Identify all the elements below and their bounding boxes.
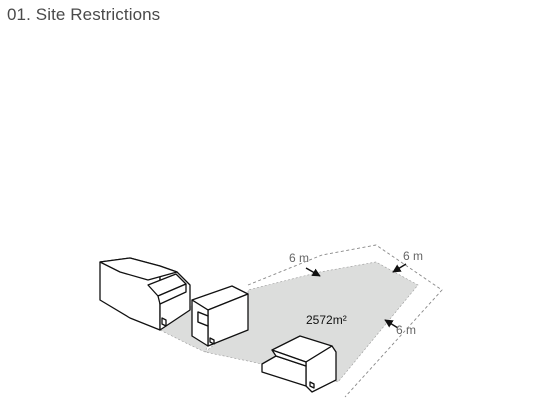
building-west bbox=[99, 257, 191, 331]
building-middle bbox=[191, 285, 249, 347]
setback-arrow-1 bbox=[305, 267, 321, 277]
building-south bbox=[261, 335, 337, 393]
site-area-label: 2572m² bbox=[306, 313, 347, 327]
setback-boundary bbox=[247, 244, 443, 398]
setback-label-2: 6 m bbox=[403, 249, 423, 263]
setback-label-1: 6 m bbox=[289, 251, 309, 265]
setback-label-3: 6 m bbox=[396, 323, 416, 337]
page-title: 01. Site Restrictions bbox=[7, 5, 161, 24]
setback-arrow-3 bbox=[384, 319, 399, 329]
setback-arrow-2 bbox=[392, 263, 407, 273]
